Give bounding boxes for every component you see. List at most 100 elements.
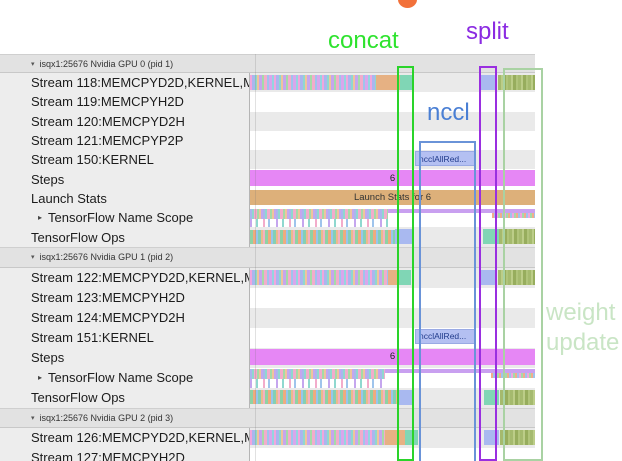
trace-event-blue[interactable]: [395, 229, 412, 245]
row-label-text: Stream 126:MEMCPYD2D,KERNEL,MI: [31, 430, 250, 446]
trace-row: Stream 151:KERNEL ncclAllRed...: [0, 327, 535, 348]
trace-event-nsright[interactable]: [491, 372, 535, 378]
trace-event-mixed[interactable]: [250, 429, 385, 445]
trace-event-mixed[interactable]: [250, 269, 388, 285]
row-label: Launch Stats: [0, 188, 250, 209]
trace-event-teal[interactable]: [400, 75, 413, 90]
row-label-text: TensorFlow Name Scope: [48, 370, 194, 386]
row-label: ▸ TensorFlow Name Scope: [0, 367, 250, 388]
trace-event-nccl[interactable]: ncclAllRed...: [415, 328, 476, 344]
row-track: [250, 208, 535, 229]
row-track: [250, 427, 535, 448]
trace-row: Stream 121:MEMCPYP2P: [0, 130, 535, 151]
row-track: [250, 287, 535, 308]
trace-event-nsleft[interactable]: [250, 209, 388, 229]
gpu-section-header[interactable]: ▾ isqx1:25676 Nvidia GPU 2 (pid 3): [0, 407, 535, 428]
trace-event-nsviolet[interactable]: [250, 368, 535, 373]
trace-event-olive[interactable]: [500, 389, 535, 405]
trace-event-olive[interactable]: [498, 269, 535, 285]
row-track: ncclAllRed...: [250, 327, 535, 348]
row-label: ▸ TensorFlow Name Scope: [0, 208, 250, 228]
weight-update-line1: weight: [546, 299, 616, 326]
collapse-triangle-icon[interactable]: ▾: [31, 60, 35, 68]
trace-row: Stream 124:MEMCPYD2H: [0, 307, 535, 328]
row-track: [250, 447, 535, 461]
trace-row: Stream 150:KERNEL ncclAllRed...: [0, 150, 535, 170]
row-label-text: Stream 121:MEMCPYP2P: [31, 133, 184, 149]
collapse-triangle-icon[interactable]: ▾: [31, 254, 35, 262]
row-track: 6: [250, 169, 535, 189]
trace-row: TensorFlow Ops: [0, 387, 535, 408]
row-label-text: Stream 119:MEMCPYH2D: [31, 94, 184, 110]
trace-row: Stream 126:MEMCPYD2D,KERNEL,MI: [0, 427, 535, 448]
row-track: [250, 227, 535, 247]
trace-event-mixed[interactable]: [250, 75, 376, 90]
trace-event-olive[interactable]: [498, 75, 535, 90]
row-label: Steps: [0, 169, 250, 189]
trace-row: TensorFlow Ops: [0, 227, 535, 247]
row-label: Stream 150:KERNEL: [0, 150, 250, 170]
trace-row: Launch Stats Launch Stats for 6: [0, 188, 535, 209]
trace-event-blue[interactable]: [397, 389, 412, 405]
collapse-triangle-icon[interactable]: ▾: [31, 414, 35, 422]
row-label: Stream 119:MEMCPYH2D: [0, 92, 250, 112]
trace-event-blue[interactable]: [481, 269, 495, 285]
row-label-text: Stream 150:KERNEL: [31, 152, 154, 168]
expand-arrow-icon[interactable]: ▸: [38, 373, 43, 383]
trace-event-orange[interactable]: [385, 429, 405, 445]
expand-arrow-icon[interactable]: ▸: [38, 213, 43, 223]
trace-event-nccl[interactable]: ncclAllRed...: [415, 151, 476, 167]
trace-row: Stream 120:MEMCPYD2H: [0, 111, 535, 131]
trace-event-ops[interactable]: [250, 390, 397, 405]
row-label: Stream 123:MEMCPYH2D: [0, 287, 250, 308]
gpu-section-header[interactable]: ▾ isqx1:25676 Nvidia GPU 0 (pid 1): [0, 54, 535, 73]
row-track: [250, 387, 535, 408]
trace-event-teal[interactable]: [484, 389, 499, 405]
trace-row: Steps 6: [0, 347, 535, 368]
row-label-text: Launch Stats: [31, 190, 107, 206]
trace-event-nsviolet[interactable]: [250, 209, 535, 214]
trace-row: Stream 118:MEMCPYD2D,KERNEL,ME: [0, 73, 535, 93]
trace-event-ops[interactable]: [250, 229, 395, 244]
gpu-section-title: isqx1:25676 Nvidia GPU 2 (pid 3): [39, 412, 174, 423]
trace-row: Stream 127:MEMCPYH2D: [0, 447, 535, 461]
trace-event-orange[interactable]: [376, 75, 400, 90]
trace-event-steps[interactable]: 6: [250, 170, 535, 187]
trace-row: ▸ TensorFlow Name Scope: [0, 367, 535, 388]
trace-event-teal[interactable]: [405, 429, 418, 445]
clipped-annotation-fragment: [398, 0, 417, 8]
trace-row: ▸ TensorFlow Name Scope: [0, 208, 535, 229]
row-track: [250, 111, 535, 131]
trace-event-launch[interactable]: Launch Stats for 6: [250, 189, 535, 205]
trace-event-nsright[interactable]: [492, 213, 535, 219]
trace-event-olive[interactable]: [500, 429, 535, 445]
gpu-section-title: isqx1:25676 Nvidia GPU 1 (pid 2): [39, 252, 174, 263]
row-label: TensorFlow Ops: [0, 227, 250, 247]
row-label: Stream 151:KERNEL: [0, 327, 250, 348]
gpu-section-header[interactable]: ▾ isqx1:25676 Nvidia GPU 1 (pid 2): [0, 246, 535, 268]
concat-annotation-label: concat: [328, 27, 399, 54]
trace-event-steps[interactable]: 6: [250, 348, 535, 365]
row-label: Stream 118:MEMCPYD2D,KERNEL,ME: [0, 73, 250, 93]
row-label: Stream 126:MEMCPYD2D,KERNEL,MI: [0, 427, 250, 448]
trace-event-nsleft[interactable]: [250, 368, 385, 388]
row-label-text: Steps: [31, 350, 65, 366]
row-label: Steps: [0, 347, 250, 368]
gpu-section-title: isqx1:25676 Nvidia GPU 0 (pid 1): [39, 58, 174, 69]
row-label-text: TensorFlow Name Scope: [48, 210, 194, 226]
trace-event-blue[interactable]: [481, 75, 495, 90]
trace-event-olive[interactable]: [499, 229, 535, 245]
row-label-text: Stream 151:KERNEL: [31, 330, 154, 346]
trace-event-teal[interactable]: [398, 269, 411, 285]
row-label-text: Stream 124:MEMCPYD2H: [31, 310, 185, 326]
split-annotation-label: split: [466, 18, 509, 45]
row-track: [250, 307, 535, 328]
row-track: [250, 73, 535, 93]
row-label-text: Stream 118:MEMCPYD2D,KERNEL,ME: [31, 75, 250, 91]
row-track: 6: [250, 347, 535, 368]
trace-event-orange[interactable]: [388, 269, 398, 285]
row-label-text: TensorFlow Ops: [31, 229, 125, 245]
trace-event-teal[interactable]: [483, 229, 499, 245]
trace-event-blue[interactable]: [484, 429, 499, 445]
